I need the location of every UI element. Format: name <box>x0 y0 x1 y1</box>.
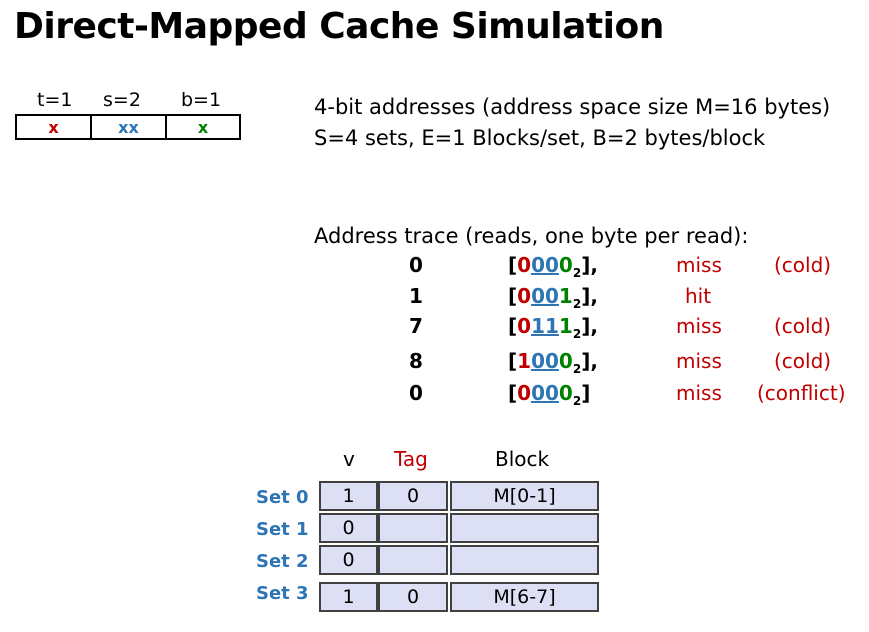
set-label: Set 0 <box>256 487 309 508</box>
trace-offset-bits: 0 <box>558 349 573 373</box>
block-column-header: Block <box>495 447 550 471</box>
trace-set-bits: 00 <box>531 253 559 277</box>
trace-binary: [01112], <box>508 314 598 341</box>
trace-address: 8 <box>409 349 423 373</box>
trace-result: miss <box>676 253 722 277</box>
trace-tag-bits: 0 <box>517 381 532 405</box>
trace-reason: (cold) <box>774 314 832 338</box>
block-bits-value: x <box>197 117 209 137</box>
set-bits-label: s=2 <box>103 89 141 111</box>
trace-tag-bits: 0 <box>517 284 532 308</box>
valid-bit-cell: 0 <box>319 545 378 575</box>
address-info-line: 4-bit addresses (address space size M=16… <box>314 95 831 119</box>
trace-binary: [00012], <box>508 284 598 311</box>
block-cell: M[0-1] <box>450 481 599 511</box>
trace-set-bits: 11 <box>531 314 559 338</box>
trace-tag-bits: 1 <box>517 349 532 373</box>
block-cell: M[6-7] <box>450 582 599 612</box>
tag-column-header: Tag <box>394 447 428 471</box>
page-title: Direct-Mapped Cache Simulation <box>14 6 664 47</box>
block-bits-box: x <box>165 114 241 140</box>
block-cell <box>450 513 599 543</box>
cache-params-line: S=4 sets, E=1 Blocks/set, B=2 bytes/bloc… <box>314 126 766 150</box>
valid-bit-cell: 1 <box>319 582 378 612</box>
block-bits-label: b=1 <box>181 89 222 111</box>
valid-column-header: v <box>343 447 355 471</box>
trace-binary: [00002] <box>508 381 591 408</box>
trace-offset-bits: 0 <box>558 253 573 277</box>
trace-binary: [10002], <box>508 349 598 376</box>
trace-result: miss <box>676 314 722 338</box>
trace-result: miss <box>676 381 722 405</box>
trace-set-bits: 00 <box>531 349 559 373</box>
trace-set-bits: 00 <box>531 381 559 405</box>
trace-offset-bits: 1 <box>558 284 573 308</box>
tag-bits-label: t=1 <box>37 89 73 111</box>
trace-address: 0 <box>409 381 423 405</box>
set-bits-value: xx <box>118 117 139 137</box>
trace-reason: (cold) <box>774 253 832 277</box>
trace-reason: (conflict) <box>757 381 846 405</box>
trace-reason: (cold) <box>774 349 832 373</box>
tag-cell <box>378 513 448 543</box>
set-label: Set 3 <box>256 583 309 604</box>
trace-offset-bits: 1 <box>558 314 573 338</box>
set-bits-box: xx <box>90 114 167 140</box>
set-label: Set 1 <box>256 519 309 540</box>
trace-binary: [00002], <box>508 253 598 280</box>
trace-title: Address trace (reads, one byte per read)… <box>314 224 749 248</box>
tag-cell: 0 <box>378 582 448 612</box>
valid-bit-cell: 0 <box>319 513 378 543</box>
tag-bits-box: x <box>15 114 92 140</box>
trace-tag-bits: 0 <box>517 253 532 277</box>
trace-set-bits: 00 <box>531 284 559 308</box>
tag-bits-value: x <box>48 117 59 137</box>
trace-result: hit <box>685 284 712 308</box>
trace-address: 1 <box>409 284 423 308</box>
set-label: Set 2 <box>256 551 309 572</box>
trace-address: 7 <box>409 314 423 338</box>
tag-cell <box>378 545 448 575</box>
valid-bit-cell: 1 <box>319 481 378 511</box>
trace-tag-bits: 0 <box>517 314 532 338</box>
trace-address: 0 <box>409 253 423 277</box>
tag-cell: 0 <box>378 481 448 511</box>
trace-result: miss <box>676 349 722 373</box>
trace-offset-bits: 0 <box>558 381 573 405</box>
block-cell <box>450 545 599 575</box>
